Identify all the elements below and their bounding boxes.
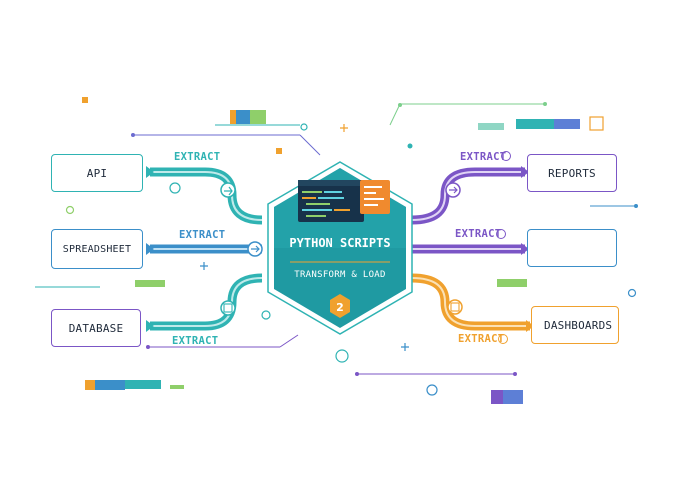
source-label-database: DATABASE xyxy=(68,321,124,335)
output-node-dashboards[interactable]: DASHBOARDS xyxy=(531,306,619,344)
output-label-reports: REPORTS xyxy=(548,166,596,180)
hub-subtitle: TRANSFORM & LOAD xyxy=(294,270,386,280)
link-label-spreadsheet: EXTRACT xyxy=(179,229,226,241)
connector-dashboards xyxy=(411,273,534,332)
link-label-dashboards: EXTRACT xyxy=(458,333,505,345)
source-node-api[interactable]: API xyxy=(51,154,143,192)
connector-api xyxy=(146,166,263,225)
hub-title: PYTHON SCRIPTS xyxy=(289,236,391,250)
link-label-api: EXTRACT xyxy=(174,151,221,163)
connector-reports xyxy=(411,166,529,225)
code-window-icon xyxy=(298,180,390,222)
connector-charts xyxy=(412,243,529,255)
source-label-spreadsheet: SPREADSHEET xyxy=(62,243,132,255)
output-label-dashboards: DASHBOARDS xyxy=(544,318,613,332)
source-label-api: API xyxy=(86,166,108,180)
source-node-database[interactable]: DATABASE xyxy=(51,309,141,347)
link-label-reports: EXTRACT xyxy=(460,151,507,163)
output-node-charts[interactable] xyxy=(527,229,617,267)
svg-text:2: 2 xyxy=(336,301,344,314)
link-label-charts: EXTRACT xyxy=(455,228,502,240)
link-label-database: EXTRACT xyxy=(172,335,219,347)
connector-spreadsheet xyxy=(146,241,263,257)
gear-icon xyxy=(496,229,506,239)
python-logo-icon: 2 xyxy=(330,294,350,318)
connector-database xyxy=(146,273,263,332)
decor-blocks xyxy=(82,97,604,404)
decor-plus xyxy=(200,124,409,351)
source-node-spreadsheet[interactable]: SPREADSHEET xyxy=(51,229,143,269)
output-node-reports[interactable]: REPORTS xyxy=(527,154,617,192)
decor-dots xyxy=(65,102,638,396)
gear-icon xyxy=(501,151,511,161)
gear-icon xyxy=(498,334,508,344)
decor-lines xyxy=(35,103,635,375)
